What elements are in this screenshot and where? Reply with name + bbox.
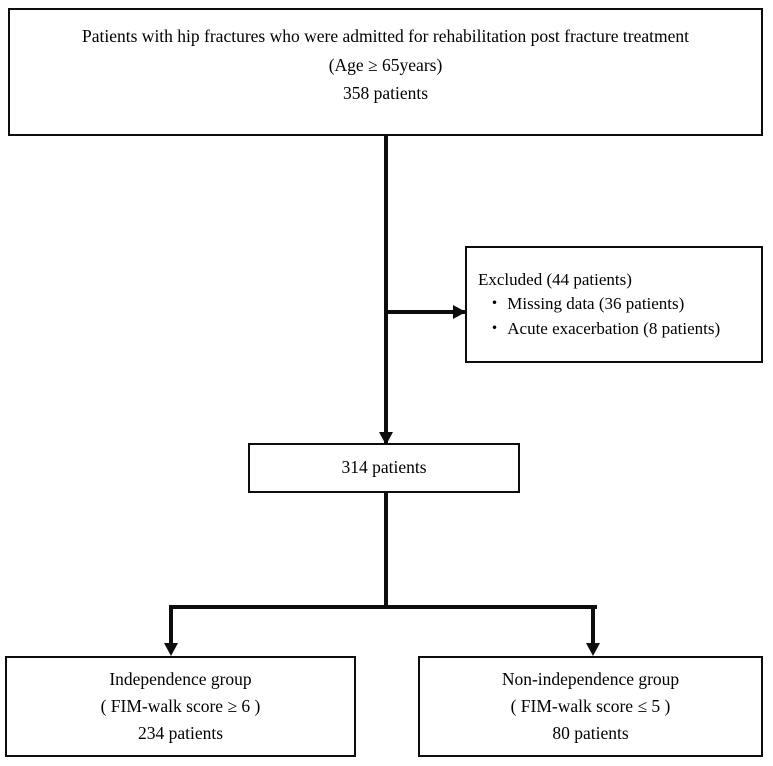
- excluded-line-1: Excluded (44 patients): [478, 270, 632, 290]
- connector-enrolled-to-included: [384, 136, 388, 445]
- node-enrolled-cohort: Patients with hip fractures who were adm…: [8, 8, 763, 136]
- node-included: 314 patients: [248, 443, 520, 493]
- excluded-line-3: ・ Acute exacerbation (8 patients): [486, 318, 721, 338]
- enrolled-line-1: Patients with hip fractures who were adm…: [82, 26, 689, 47]
- nonindependent-line-1: Non-independence group: [501, 668, 680, 689]
- arrowhead-down-icon: [586, 643, 600, 656]
- node-independence-group: Independence group ( FIM-walk score ≥ 6 …: [5, 656, 356, 757]
- node-non-independence-group: Non-independence group ( FIM-walk score …: [418, 656, 763, 757]
- excluded-line-2: ・ Missing data (36 patients): [486, 294, 685, 314]
- connector-leg-non-independence: [591, 605, 595, 643]
- nonindependent-line-2: ( FIM-walk score ≤ 5 ): [510, 695, 671, 716]
- connector-leg-independence: [169, 605, 173, 643]
- included-line-1: 314 patients: [341, 457, 427, 478]
- node-excluded: Excluded (44 patients) ・ Missing data (3…: [465, 246, 763, 363]
- independent-line-3: 234 patients: [137, 723, 224, 744]
- arrowhead-right-icon: [453, 305, 466, 319]
- connector-enrolled-to-excluded: [386, 310, 465, 314]
- arrowhead-down-icon: [164, 643, 178, 656]
- independent-line-1: Independence group: [109, 668, 252, 689]
- connector-included-trunk: [384, 492, 388, 609]
- enrolled-line-3: 358 patients: [342, 82, 429, 103]
- connector-split-bar: [169, 605, 597, 609]
- nonindependent-line-3: 80 patients: [552, 723, 629, 744]
- arrowhead-down-icon: [379, 432, 393, 445]
- enrolled-line-2: (Age ≥ 65years): [328, 55, 443, 76]
- independent-line-2: ( FIM-walk score ≥ 6 ): [100, 695, 261, 716]
